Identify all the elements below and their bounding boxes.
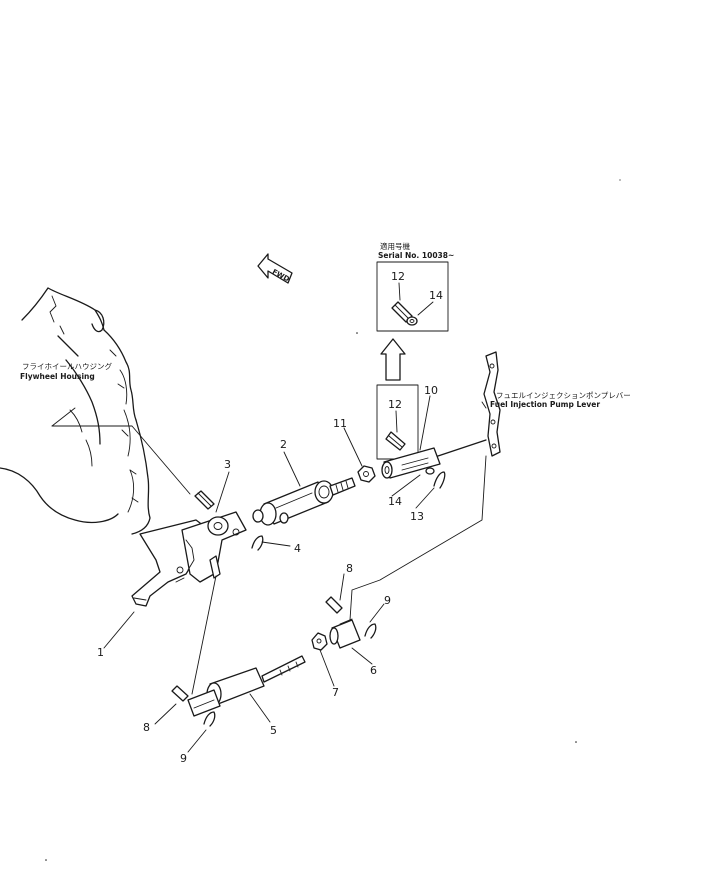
up-arrow-icon: [380, 338, 406, 381]
link-line-bracket: [191, 575, 217, 695]
nut-part-11: [357, 465, 376, 483]
flywheel-housing-label-en: Flywheel Housing: [20, 372, 95, 381]
pump-lever-label-en: Fuel Injection Pump Lever: [490, 400, 600, 409]
scan-dot: [356, 332, 358, 334]
callout-6: 6: [370, 664, 377, 677]
callout-14-bottom: 14: [388, 495, 402, 508]
scan-dot: [575, 741, 577, 743]
callout-1: 1: [97, 646, 104, 659]
callout-9-upper: 9: [384, 594, 391, 607]
callout-8-lower: 8: [143, 721, 150, 734]
rod-end-part-10: [381, 439, 487, 479]
callout-8-upper: 8: [346, 562, 353, 575]
callout-12-top: 12: [391, 270, 405, 283]
bolt-12-bottom: [385, 431, 406, 451]
serial-box-top: [376, 261, 449, 332]
bracket-part-1: [131, 511, 247, 607]
callout-5: 5: [270, 724, 277, 737]
callout-2: 2: [280, 438, 287, 451]
rod-end-part-6: [329, 618, 361, 649]
callout-9-lower: 9: [180, 752, 187, 765]
fuel-injection-pump-lever: [481, 351, 501, 457]
cotter-pin-part-9-lower: [203, 711, 216, 727]
flywheel-housing-label-jp: フライホイールハウジング: [22, 361, 112, 371]
bolt-12-top: [391, 301, 413, 323]
serial-label-en: Serial No. 10038~: [378, 251, 454, 260]
callout-7: 7: [332, 686, 339, 699]
cylinder-part-5: [187, 655, 306, 717]
scan-dot: [45, 859, 47, 861]
callout-12-bottom: 12: [388, 398, 402, 411]
bolt-part-8-lower: [171, 685, 189, 702]
callout-4: 4: [294, 542, 301, 555]
link-line-lever: [349, 455, 487, 621]
forward-arrow-icon: FWD: [257, 253, 293, 284]
callout-3: 3: [224, 458, 231, 471]
nut-part-7: [311, 632, 328, 651]
cylinder-part-2: [252, 477, 356, 526]
scan-dot: [619, 179, 621, 181]
leader-lines: [103, 395, 435, 753]
pump-lever-label-jp: フュエルインジェクションポンプレバー: [496, 391, 631, 400]
callout-10: 10: [424, 384, 438, 397]
callout-11: 11: [333, 417, 347, 430]
callout-14-top: 14: [429, 289, 443, 302]
bolt-part-3: [194, 490, 215, 510]
bolt-part-8-upper: [325, 596, 343, 614]
washer-part-14: [425, 467, 435, 475]
callout-13: 13: [410, 510, 424, 523]
cotter-pin-part-9-upper: [364, 623, 377, 639]
cotter-pin-part-13: [433, 471, 446, 489]
cotter-pin-part-4: [251, 535, 264, 551]
flywheel-housing: [0, 287, 191, 535]
serial-label-jp: 適用号機: [380, 241, 410, 251]
washer-14-top: [406, 316, 418, 326]
